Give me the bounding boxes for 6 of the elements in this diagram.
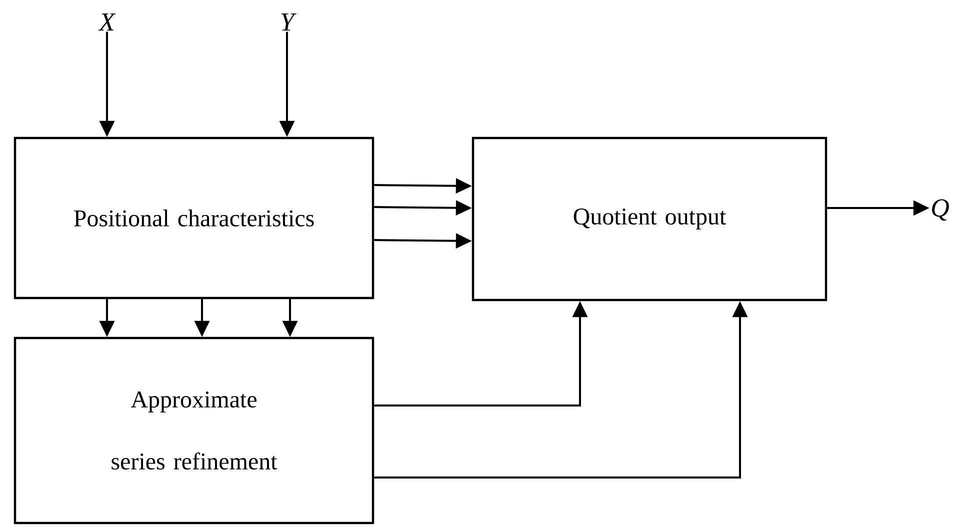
variable-label: X <box>98 13 116 30</box>
process-box: Approximate series refinement <box>14 336 374 524</box>
variable-label: Q <box>932 199 949 221</box>
process-box: Positional characteristics <box>14 136 374 300</box>
variable-label: Y <box>281 13 297 30</box>
process-box: Quotient output <box>472 136 828 302</box>
